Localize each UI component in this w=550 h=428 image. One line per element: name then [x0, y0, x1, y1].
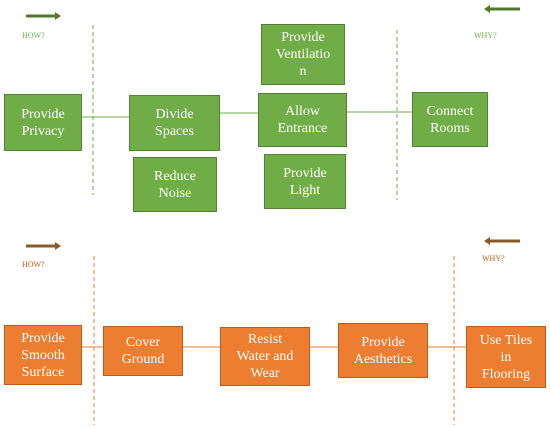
node-cover-ground: Cover Ground — [103, 326, 183, 376]
bottom-why-label: WHY? — [482, 254, 505, 263]
top-how-arrow — [26, 12, 61, 20]
bottom-how-label: HOW? — [22, 260, 45, 269]
node-use-tiles-in-flooring: Use Tiles in Flooring — [466, 326, 546, 388]
node-resist-water-and-wear: Resist Water and Wear — [220, 327, 310, 386]
node-allow-entrance: Allow Entrance — [258, 93, 347, 147]
node-divide-spaces: Divide Spaces — [129, 95, 220, 151]
node-provide-aesthetics: Provide Aesthetics — [338, 323, 428, 378]
node-connect-rooms: Connect Rooms — [412, 92, 488, 147]
node-provide-privacy: Provide Privacy — [4, 94, 82, 151]
node-reduce-noise: Reduce Noise — [133, 157, 217, 212]
node-provide-smooth-surface: Provide Smooth Surface — [4, 325, 82, 385]
node-provide-light: Provide Light — [264, 154, 346, 209]
node-provide-ventilation: Provide Ventilatio n — [261, 24, 345, 85]
bottom-how-arrow — [26, 242, 61, 250]
top-why-arrow — [484, 5, 520, 13]
top-how-label: HOW? — [22, 31, 45, 40]
top-why-label: WHY? — [474, 31, 497, 40]
bottom-why-arrow — [484, 237, 520, 245]
